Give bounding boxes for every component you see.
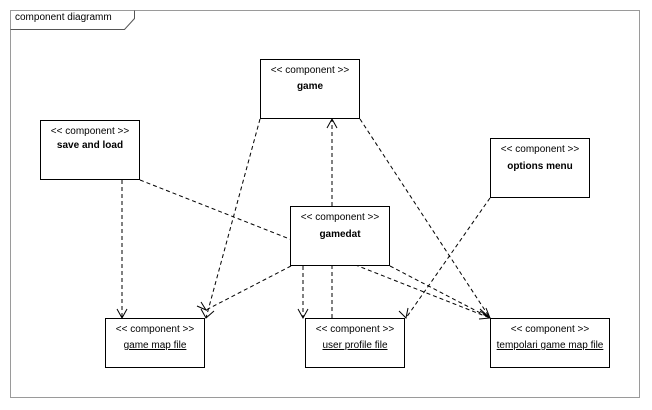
dependency-game-to-tempolari-game-map-file <box>359 118 491 319</box>
component-tempolari-game-map-file[interactable]: << component >> tempolari game map file <box>490 318 610 368</box>
component-gamedat[interactable]: << component >> gamedat <box>290 206 390 266</box>
frame-label: component diagramm <box>15 12 112 23</box>
component-save-and-load[interactable]: << component >> save and load <box>40 120 140 180</box>
frame-label-tab <box>10 10 135 30</box>
component-options-menu[interactable]: << component >> options menu <box>490 138 590 198</box>
stereotype-label: << component >> <box>300 212 380 223</box>
component-user-profile-file[interactable]: << component >> user profile file <box>305 318 405 368</box>
component-name: gamedat <box>319 229 361 240</box>
component-game[interactable]: << component >> game <box>260 59 360 119</box>
arrowhead-game <box>326 117 338 129</box>
component-name: game <box>296 81 324 92</box>
stereotype-label: << component >> <box>315 324 395 335</box>
component-game-map-file[interactable]: << component >> game map file <box>105 318 205 368</box>
component-name: user profile file <box>322 340 388 351</box>
stereotype-label: << component >> <box>500 144 580 155</box>
dependency-options-menu-to-user-profile-file <box>405 197 491 319</box>
component-name: save and load <box>56 140 124 151</box>
stereotype-label: << component >> <box>50 126 130 137</box>
stereotype-label: << component >> <box>115 324 195 335</box>
diagram-frame <box>10 10 640 398</box>
arrowhead-game-map-file <box>200 308 215 319</box>
dependency-gamedat-to-tempolari-game-map-file <box>389 265 491 319</box>
arrowhead-user-profile-file <box>297 308 309 320</box>
arrowhead-options-to-user-profile-file <box>398 307 409 320</box>
dependency-gamedat-to-game-map-file <box>205 265 292 311</box>
component-name: options menu <box>507 161 573 172</box>
arrowhead-gamedat-to-game-map-file <box>196 301 208 312</box>
stereotype-label: << component >> <box>510 324 590 335</box>
dependency-game-to-game-map-file <box>205 118 261 319</box>
component-name: tempolari game map file <box>496 340 604 351</box>
stereotype-label: << component >> <box>270 65 350 76</box>
component-name: game map file <box>123 340 187 351</box>
